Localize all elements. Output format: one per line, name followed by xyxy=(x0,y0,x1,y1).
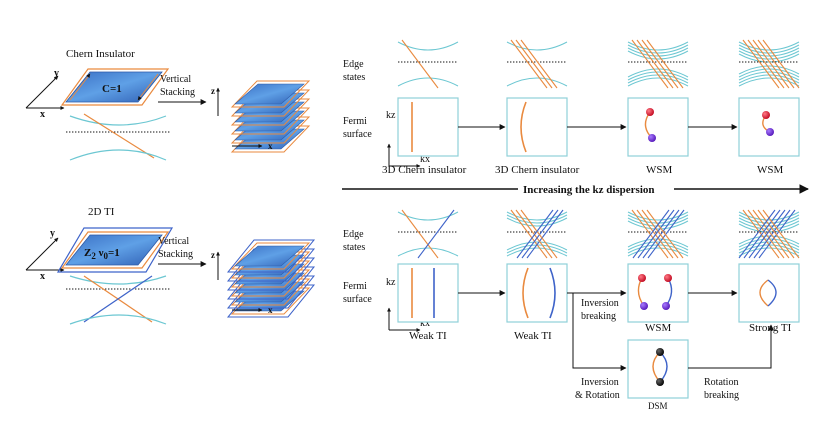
top-kz-label: kz xyxy=(386,110,396,121)
stacked-slab xyxy=(226,239,316,273)
chern-stacking-arrow: Vertical Stacking xyxy=(158,74,207,105)
ti-stacking-label-line2: Stacking xyxy=(158,249,193,260)
weyl-node-purple xyxy=(766,128,774,136)
bottom-caption-2: Weak TI xyxy=(514,330,552,342)
chern-stacking-label-line2: Stacking xyxy=(160,87,195,98)
dirac-node xyxy=(656,348,664,356)
bottom-edge-states-label-line2: states xyxy=(343,242,365,253)
ti-stacking-arrow: Vertical Stacking xyxy=(158,236,207,267)
weyl-node-purple xyxy=(662,302,670,310)
two-d-ti-block: 2D TI y x Z2 ν0=1 xyxy=(25,206,174,325)
weyl-node-red xyxy=(762,111,770,119)
top-fermi-surface-label-line1: Fermi xyxy=(343,116,367,127)
bottom-caption-4: Strong TI xyxy=(749,322,792,334)
chern-stacking-label-line1: Vertical xyxy=(160,74,191,85)
top-edge-states-label-line2: states xyxy=(343,72,365,83)
top-caption-3: WSM xyxy=(646,164,673,176)
edge-inset-wsm-1 xyxy=(627,39,689,89)
chern-stacked-slabs: z x xyxy=(211,80,311,153)
weyl-node-red xyxy=(646,108,654,116)
ti-stack-axis-x: x xyxy=(268,305,273,315)
weyl-node-purple xyxy=(648,134,656,142)
chern-axis-x-label: x xyxy=(40,109,45,120)
fermi-panel-strong-ti xyxy=(738,263,800,323)
bottom-row-captions: Weak TI Weak TI WSM Strong TI DSM xyxy=(409,322,792,411)
bottom-edge-states-label-line1: Edge xyxy=(343,229,364,240)
chern-slab: C=1 xyxy=(60,68,170,106)
chern-stack-axis-x: x xyxy=(268,141,273,151)
ti-band-inset xyxy=(66,275,170,325)
edge-inset-wsm-2 xyxy=(738,39,800,89)
rotation-breaking-label-line2: breaking xyxy=(704,390,739,401)
bottom-kz-label: kz xyxy=(386,277,396,288)
edge-inset-weak-ti-1 xyxy=(397,209,459,259)
top-kx-label: kx xyxy=(420,154,430,165)
edge-inset-wsm-3 xyxy=(627,209,689,259)
rotation-breaking-label-line1: Rotation xyxy=(704,377,738,388)
transition-labels: Inversion breaking Inversion & Rotation … xyxy=(575,298,739,401)
edge-inset-chern-2 xyxy=(506,39,568,89)
ti-axes: y x xyxy=(25,228,65,282)
two-d-ti-title: 2D TI xyxy=(88,206,115,218)
top-caption-2: 3D Chern insulator xyxy=(495,164,580,176)
top-edge-states-label-line1: Edge xyxy=(343,59,364,70)
top-fermi-panels xyxy=(397,97,800,157)
bottom-row-labels: Edge states Fermi surface kz kx xyxy=(343,229,430,332)
top-row-labels: Edge states Fermi surface kz kx xyxy=(343,59,430,168)
ti-slab-label: Z2 ν0=1 xyxy=(84,247,120,261)
inversion-rotation-label-line2: & Rotation xyxy=(575,390,620,401)
bottom-caption-5: DSM xyxy=(648,401,668,411)
ti-slab: Z2 ν0=1 xyxy=(56,227,174,273)
edge-inset-chern-1 xyxy=(397,39,459,89)
edge-inset-strong-ti xyxy=(738,209,800,259)
weyl-node-purple xyxy=(640,302,648,310)
inversion-breaking-label-line2: breaking xyxy=(581,311,616,322)
ti-axis-x-label: x xyxy=(40,271,45,282)
stacked-slab xyxy=(230,80,311,108)
chern-axis-y-label: y xyxy=(54,68,59,79)
bottom-caption-1: Weak TI xyxy=(409,330,447,342)
top-fermi-surface-label-line2: surface xyxy=(343,129,372,140)
bottom-fermi-surface-label-line1: Fermi xyxy=(343,281,367,292)
inversion-rotation-label-line1: Inversion xyxy=(581,377,619,388)
fermi-panel-wsm-1 xyxy=(627,97,689,157)
ti-stacking-label-line1: Vertical xyxy=(158,236,189,247)
ti-stack-axis-z: z xyxy=(211,250,215,260)
weyl-node-red xyxy=(664,274,672,282)
fermi-panel-wsm-2 xyxy=(738,97,800,157)
kz-dispersion-divider: Increasing the kz dispersion xyxy=(342,184,809,196)
fermi-panel-chern-1 xyxy=(397,97,459,157)
fermi-panel-chern-2 xyxy=(506,97,568,157)
chern-stack-axis-z: z xyxy=(211,86,215,96)
chern-axes: y x xyxy=(25,68,65,120)
top-caption-4: WSM xyxy=(757,164,784,176)
top-row-captions: 3D Chern insulator 3D Chern insulator WS… xyxy=(382,164,784,176)
chern-slab-label: C=1 xyxy=(102,83,122,95)
fermi-panel-wsm-3 xyxy=(627,263,689,323)
inversion-breaking-label-line1: Inversion xyxy=(581,298,619,309)
bottom-fermi-panels xyxy=(397,263,800,399)
ti-stacked-slabs: z x xyxy=(211,239,316,318)
top-edge-state-insets xyxy=(397,39,800,89)
bottom-kx-label: kx xyxy=(420,318,430,329)
fermi-panel-weak-ti-1 xyxy=(397,263,459,323)
ti-axis-y-label: y xyxy=(50,228,55,239)
chern-insulator-title: Chern Insulator xyxy=(66,48,135,60)
fermi-panel-weak-ti-2 xyxy=(506,263,568,323)
kz-dispersion-label: Increasing the kz dispersion xyxy=(523,184,655,196)
top-caption-1: 3D Chern insulator xyxy=(382,164,467,176)
bottom-fermi-surface-label-line2: surface xyxy=(343,294,372,305)
bottom-caption-3: WSM xyxy=(645,322,672,334)
weyl-node-red xyxy=(638,274,646,282)
dirac-node xyxy=(656,378,664,386)
bottom-edge-state-insets xyxy=(397,209,800,259)
chern-insulator-block: Chern Insulator y x C=1 xyxy=(25,48,170,161)
fermi-panel-dsm xyxy=(627,339,689,399)
edge-inset-weak-ti-2 xyxy=(506,209,568,259)
chern-band-inset xyxy=(66,113,170,161)
